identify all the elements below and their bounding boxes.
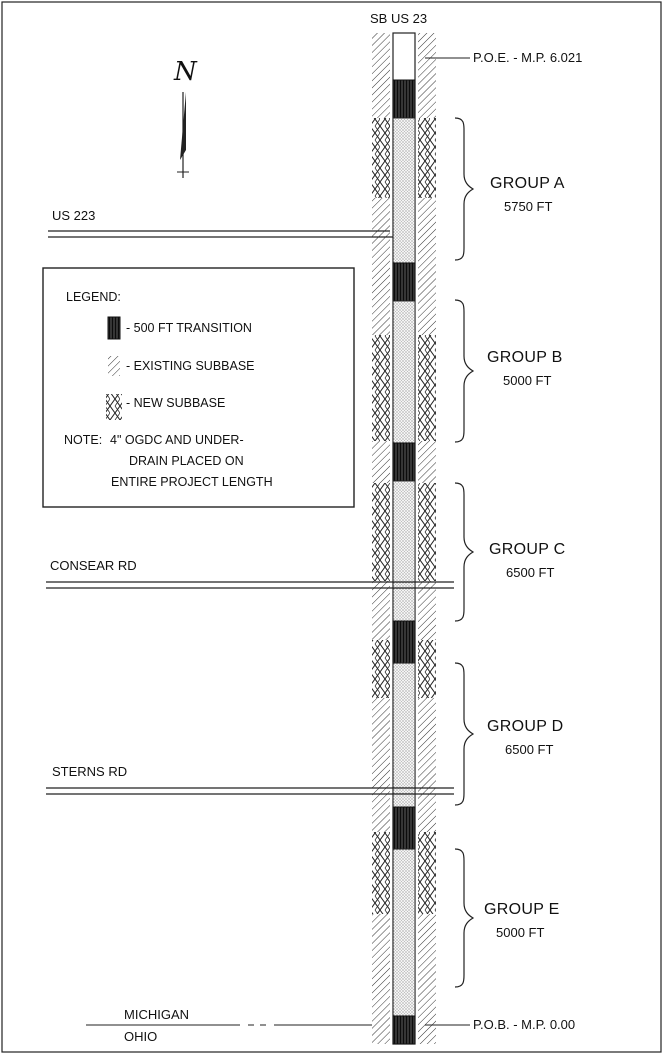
brace-group-c	[454, 482, 475, 622]
legend-new-label: - NEW SUBBASE	[126, 396, 225, 410]
road-sterns-rd: STERNS RD	[46, 764, 454, 795]
section-group-b	[392, 300, 416, 444]
brace-group-a	[454, 117, 475, 261]
new-subbase-right-e	[418, 832, 436, 914]
road-label-consear-rd: CONSEAR RD	[50, 558, 137, 573]
legend-note-line-3: ENTIRE PROJECT LENGTH	[111, 475, 273, 489]
group-a-name: GROUP A	[490, 175, 565, 192]
group-braces	[454, 117, 475, 988]
section-group-e	[392, 848, 416, 1017]
transition-2	[392, 262, 416, 302]
group-c-length: 6500 FT	[506, 565, 554, 580]
section-group-c	[392, 480, 416, 622]
new-subbase-right-c	[418, 483, 436, 581]
brace-group-b	[454, 299, 475, 443]
legend-title: LEGEND:	[66, 290, 121, 304]
legend-transition-label: - 500 FT TRANSITION	[126, 321, 252, 335]
group-b-length: 5000 FT	[503, 373, 551, 388]
section-group-d	[392, 662, 416, 808]
poe-marker: P.O.E. - M.P. 6.021	[473, 50, 582, 65]
north-arrow: N	[173, 57, 198, 178]
new-subbase-left-c	[372, 483, 390, 581]
road-label-sterns-rd: STERNS RD	[52, 764, 127, 779]
transition-6	[392, 1015, 416, 1045]
group-e-name: GROUP E	[484, 901, 560, 918]
north-arrow-label: N	[173, 57, 198, 87]
state-line: MICHIGAN OHIO	[86, 1007, 372, 1044]
group-labels: GROUP A 5750 FT GROUP B 5000 FT GROUP C …	[484, 175, 565, 940]
brace-group-e	[454, 848, 475, 988]
legend-swatch-new	[106, 394, 122, 420]
road-us-223: US 223	[48, 208, 393, 238]
group-e-length: 5000 FT	[496, 925, 544, 940]
section-group-a	[392, 117, 416, 264]
group-d-name: GROUP D	[487, 718, 563, 735]
new-subbase-right-a	[418, 118, 436, 198]
legend-swatch-transition	[107, 316, 121, 340]
pob-marker: P.O.B. - M.P. 0.00	[473, 1017, 575, 1032]
new-subbase-left-a	[372, 118, 390, 198]
state-ohio: OHIO	[124, 1029, 157, 1044]
road-consear-rd: CONSEAR RD	[46, 558, 454, 589]
new-subbase-left-b	[372, 335, 390, 441]
transition-3	[392, 442, 416, 482]
new-subbase-right-d	[418, 640, 436, 698]
new-subbase-left-d	[372, 640, 390, 698]
group-a-length: 5750 FT	[504, 199, 552, 214]
new-subbase-left-e	[372, 832, 390, 914]
state-michigan: MICHIGAN	[124, 1007, 189, 1022]
legend-note-line-1: 4" OGDC AND UNDER-	[110, 433, 244, 447]
group-b-name: GROUP B	[487, 349, 563, 366]
legend-swatch-existing-hatch	[108, 356, 120, 376]
legend-note-label: NOTE:	[64, 433, 102, 447]
legend-box	[42, 267, 355, 508]
legend: LEGEND: - 500 FT TRANSITION - EXISTING S…	[42, 267, 355, 508]
brace-group-d	[454, 662, 475, 806]
legend-existing-label: - EXISTING SUBBASE	[126, 359, 255, 373]
legend-note-line-2: DRAIN PLACED ON	[129, 454, 244, 468]
transition-5	[392, 806, 416, 850]
transition-4	[392, 620, 416, 664]
group-d-length: 6500 FT	[505, 742, 553, 757]
highway-label: SB US 23	[370, 11, 427, 26]
road-label-us-223: US 223	[52, 208, 95, 223]
pavement-sections	[392, 79, 416, 1045]
group-c-name: GROUP C	[489, 541, 565, 558]
transition-1	[392, 79, 416, 119]
new-subbase-zones	[372, 118, 436, 914]
new-subbase-right-b	[418, 335, 436, 441]
